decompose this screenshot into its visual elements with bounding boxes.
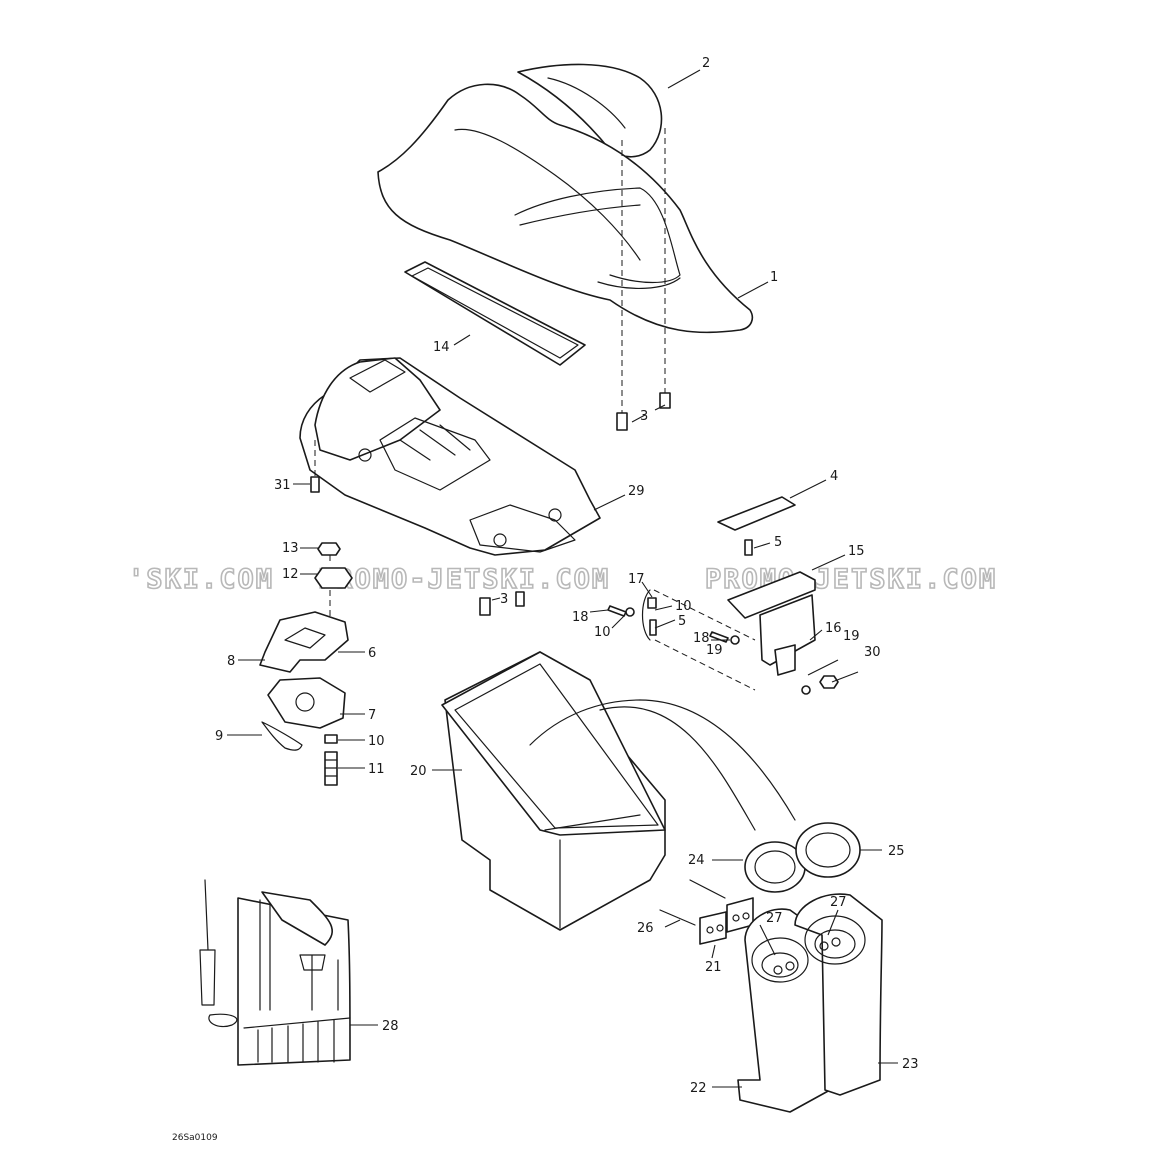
callout-8: 8 [227, 654, 235, 669]
callout-20: 20 [410, 764, 427, 779]
callout-5b: 5 [678, 614, 686, 629]
callout-21: 21 [705, 960, 722, 975]
watermark-left: 'SKI.COM [128, 564, 274, 595]
callout-3b: 3 [500, 592, 508, 607]
part-container-23 [794, 893, 883, 1096]
callout-10c: 10 [368, 734, 385, 749]
callout-15: 15 [848, 544, 865, 559]
part-rivets-26 [659, 879, 754, 945]
part-clip-9 [261, 721, 303, 751]
part-gasket [404, 261, 586, 366]
callout-17: 17 [628, 572, 645, 587]
callout-16: 16 [825, 621, 842, 636]
callout-13: 13 [282, 541, 299, 556]
callout-7: 7 [368, 708, 376, 723]
callout-4: 4 [830, 469, 838, 484]
part-seat-cover [377, 83, 754, 334]
callout-3a: 3 [640, 409, 648, 424]
callout-22: 22 [690, 1081, 707, 1096]
callout-28: 28 [382, 1019, 399, 1034]
callout-6: 6 [368, 646, 376, 661]
callout-14: 14 [433, 340, 450, 355]
callout-1: 1 [770, 270, 778, 285]
part-seat-cushion [517, 63, 663, 158]
watermark-center: PROMO-JETSKI.COM [318, 564, 610, 595]
callout-19a: 19 [706, 643, 723, 658]
callout-26: 26 [637, 921, 654, 936]
callout-labels: 2 1 14 3 31 29 4 5 15 13 12 17 3 18 10 1… [215, 56, 919, 1096]
callout-2: 2 [702, 56, 710, 71]
callout-10a: 10 [675, 599, 692, 614]
callout-31: 31 [274, 478, 291, 493]
callout-11: 11 [368, 762, 385, 777]
callout-25: 25 [888, 844, 905, 859]
callout-24: 24 [688, 853, 705, 868]
part-cap-24 [744, 841, 806, 893]
callout-19b: 19 [843, 629, 860, 644]
callout-10b: 10 [594, 625, 611, 640]
callout-27b: 27 [830, 895, 847, 910]
callout-30: 30 [864, 645, 881, 660]
part-bolt-31 [310, 440, 320, 493]
part-latch-stack [259, 542, 353, 786]
part-bracket-assembly [607, 496, 839, 695]
part-storage-bin [441, 651, 796, 931]
watermark: 'SKI.COM PROMO-JETSKI.COM PROMO-JETSKI.C… [127, 563, 997, 596]
callout-9: 9 [215, 729, 223, 744]
drawing-code: 26Sa0109 [172, 1133, 218, 1143]
callout-5a: 5 [774, 535, 782, 550]
callout-12: 12 [282, 567, 299, 582]
callout-18b: 18 [693, 631, 710, 646]
callout-18a: 18 [572, 610, 589, 625]
callout-23: 23 [902, 1057, 919, 1072]
callout-29: 29 [628, 484, 645, 499]
part-toolkit-28 [199, 879, 351, 1066]
watermark-right: PROMO-JETSKI.COM [705, 564, 997, 595]
callout-27a: 27 [766, 911, 783, 926]
part-deck-plate [299, 357, 601, 556]
part-bolts-3 [479, 392, 671, 616]
part-cap-25 [795, 822, 861, 878]
callout-leaders [227, 69, 898, 1088]
